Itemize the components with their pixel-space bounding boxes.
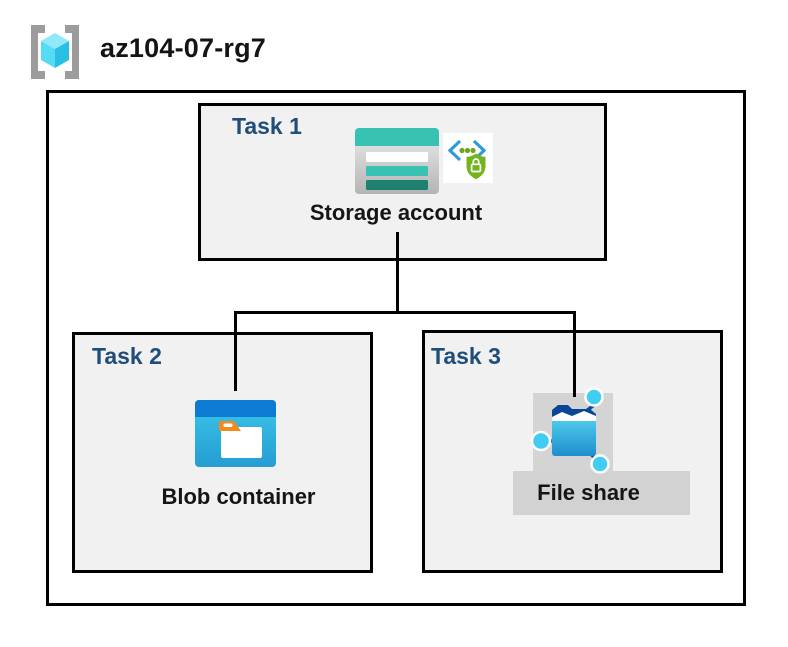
- blob-container-icon: [195, 400, 276, 467]
- task2-label: Task 2: [92, 343, 162, 369]
- connector-storage-stem: [396, 232, 399, 312]
- file-share-icon: [530, 387, 610, 474]
- resource-group-icon: [31, 25, 79, 79]
- connector-to-fileshare: [573, 311, 576, 397]
- connector-horizontal: [234, 311, 576, 314]
- file-share-label-band: File share: [513, 471, 690, 515]
- task3-label: Task 3: [431, 343, 501, 369]
- sas-lock-icon: [443, 133, 493, 183]
- storage-account-icon: [355, 128, 439, 194]
- file-share-label: File share: [537, 480, 640, 505]
- storage-account-label: Storage account: [309, 200, 483, 225]
- task3-box: Task 3 File share: [422, 330, 723, 573]
- task1-label: Task 1: [232, 113, 302, 139]
- resource-group-title: az104-07-rg7: [100, 33, 266, 63]
- connector-to-blob: [234, 311, 237, 391]
- task1-box: Task 1 Storage account: [198, 103, 607, 261]
- task2-box: Task 2 Blob container: [72, 332, 373, 573]
- blob-container-label: Blob container: [161, 484, 316, 509]
